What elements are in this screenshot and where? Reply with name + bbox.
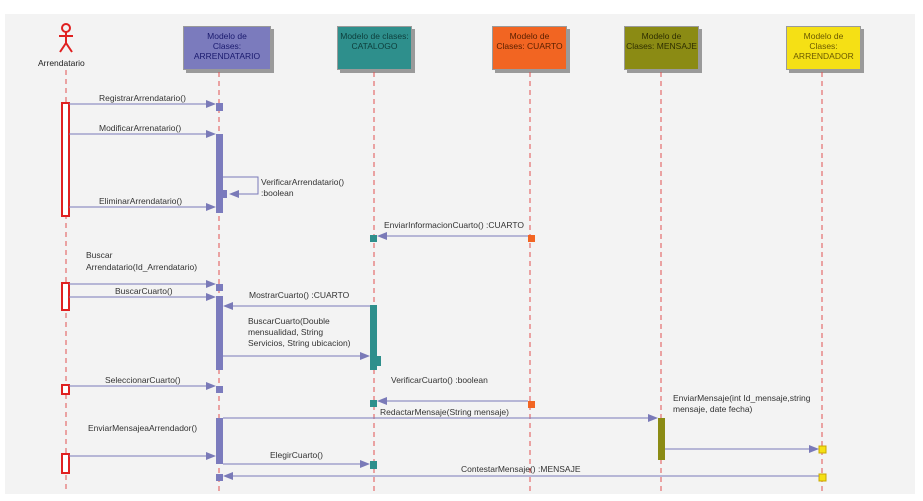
- cuarto-activations: [528, 235, 535, 408]
- message-label-eliminar: EliminarArrendatario(): [99, 196, 182, 206]
- catalogo-activations: [370, 235, 381, 469]
- arrendador-activation: [818, 473, 827, 482]
- lifeline-header-line: Modelo de: [641, 31, 682, 41]
- arrendatario-activation: [216, 103, 223, 111]
- message-label-seleccionar: SeleccionarCuarto(): [105, 375, 181, 385]
- arrendador-activations: [818, 445, 827, 482]
- arrendador-activation: [818, 445, 827, 454]
- arrendatario-activation: [216, 296, 223, 370]
- message-label-enviararr: EnviarMensajeaArrendador(): [88, 423, 197, 433]
- message-label-buscarparams: BuscarCuarto(Double mensualidad, String …: [248, 316, 351, 348]
- mensaje-activation: [658, 418, 665, 460]
- catalogo-activation: [370, 235, 377, 242]
- actor-activation: [61, 453, 70, 474]
- arrendatario-activation: [216, 206, 223, 213]
- message-labels: RegistrarArrendatario() ModificarArrenat…: [86, 93, 813, 474]
- actor-name: Arrendatario: [38, 58, 85, 68]
- message-label-enviarinfo: EnviarInformacionCuarto() :CUARTO: [384, 220, 524, 230]
- message-label-line: Servicios, String ubicacion): [248, 338, 351, 348]
- message-label-buscarcuarto: BuscarCuarto(): [115, 286, 173, 296]
- catalogo-activation: [370, 305, 377, 370]
- message-label-enviarmsg: EnviarMensaje(int Id_mensaje,string mens…: [673, 393, 813, 414]
- message-label-verificarcuarto: VerificarCuarto() :boolean: [391, 375, 488, 385]
- lifeline-header-line: Modelo de: [803, 31, 844, 41]
- actor-activation: [61, 282, 70, 311]
- lifeline-header-line: Clases: CUARTO: [496, 41, 563, 51]
- catalogo-activation: [370, 400, 377, 407]
- catalogo-activation: [370, 461, 377, 469]
- message-label-buscar-arrendatario: Buscar Arrendatario(Id_Arrendatario): [86, 250, 197, 272]
- message-label-redactar: RedactarMensaje(String mensaje): [380, 407, 509, 417]
- message-label-mostrar: MostrarCuarto() :CUARTO: [249, 290, 350, 300]
- lifelines: [65, 70, 823, 492]
- cuarto-activation: [528, 235, 535, 242]
- diagram-background: [5, 14, 915, 494]
- lifeline-header-line: ARRENDADOR: [793, 51, 854, 61]
- arrendatario-activation: [222, 190, 227, 198]
- lifeline-header-line: Clases: MENSAJE: [626, 41, 697, 51]
- message-arrow-verificar-self: [223, 176, 259, 198]
- arrendatario-activation: [216, 134, 223, 213]
- actor-activation: [61, 102, 70, 217]
- message-label-line: VerificarArrendatario(): [261, 177, 344, 187]
- message-label-line: EnviarMensaje(int Id_mensaje,string: [673, 393, 811, 403]
- cuarto-activation: [528, 401, 535, 408]
- actor-activations: [61, 102, 70, 474]
- lifeline-header-line: Clases:: [212, 41, 242, 51]
- message-label-contestar: ContestarMensaje() :MENSAJE: [461, 464, 581, 474]
- arrendatario-activation: [216, 418, 223, 464]
- message-label-modificar: ModificarArrenatario(): [99, 123, 181, 133]
- arrendatario-activations: [216, 103, 227, 481]
- lifeline-header-line: Modelo de clases:: [340, 31, 409, 41]
- lifeline-header-line: ARRENDATARIO: [193, 51, 261, 61]
- lifeline-header-catalogo: Modelo de clases:CATALOGO: [337, 26, 412, 70]
- message-label-line: Buscar: [86, 250, 113, 260]
- arrendatario-activation: [216, 386, 223, 393]
- message-label-line: mensaje, date fecha): [673, 404, 753, 414]
- arrendatario-activation: [216, 474, 223, 481]
- lifeline-header-line: Clases:: [809, 41, 838, 51]
- message-label-verificar: VerificarArrendatario() :boolean: [261, 177, 347, 198]
- arrendatario-activation: [216, 284, 223, 291]
- lifeline-header-line: Modelo de: [207, 31, 247, 41]
- message-label-line: BuscarCuarto(Double: [248, 316, 330, 326]
- lifeline-header-line: Modelo de: [509, 31, 550, 41]
- actor-figure-icon: [59, 23, 73, 53]
- lifeline-header-line: CATALOGO: [351, 41, 398, 51]
- message-label-line: mensualidad, String: [248, 327, 323, 337]
- message-arrows: [69, 100, 819, 480]
- message-label-line: Arrendatario(Id_Arrendatario): [86, 262, 197, 272]
- message-label-registrar: RegistrarArrendatario(): [99, 93, 186, 103]
- message-label-line: :boolean: [261, 188, 294, 198]
- catalogo-activation: [375, 356, 381, 366]
- message-label-elegir: ElegirCuarto(): [270, 450, 323, 460]
- lifeline-header-label: Modelo de clases:CATALOGO: [338, 31, 411, 51]
- actor-activation: [61, 384, 70, 395]
